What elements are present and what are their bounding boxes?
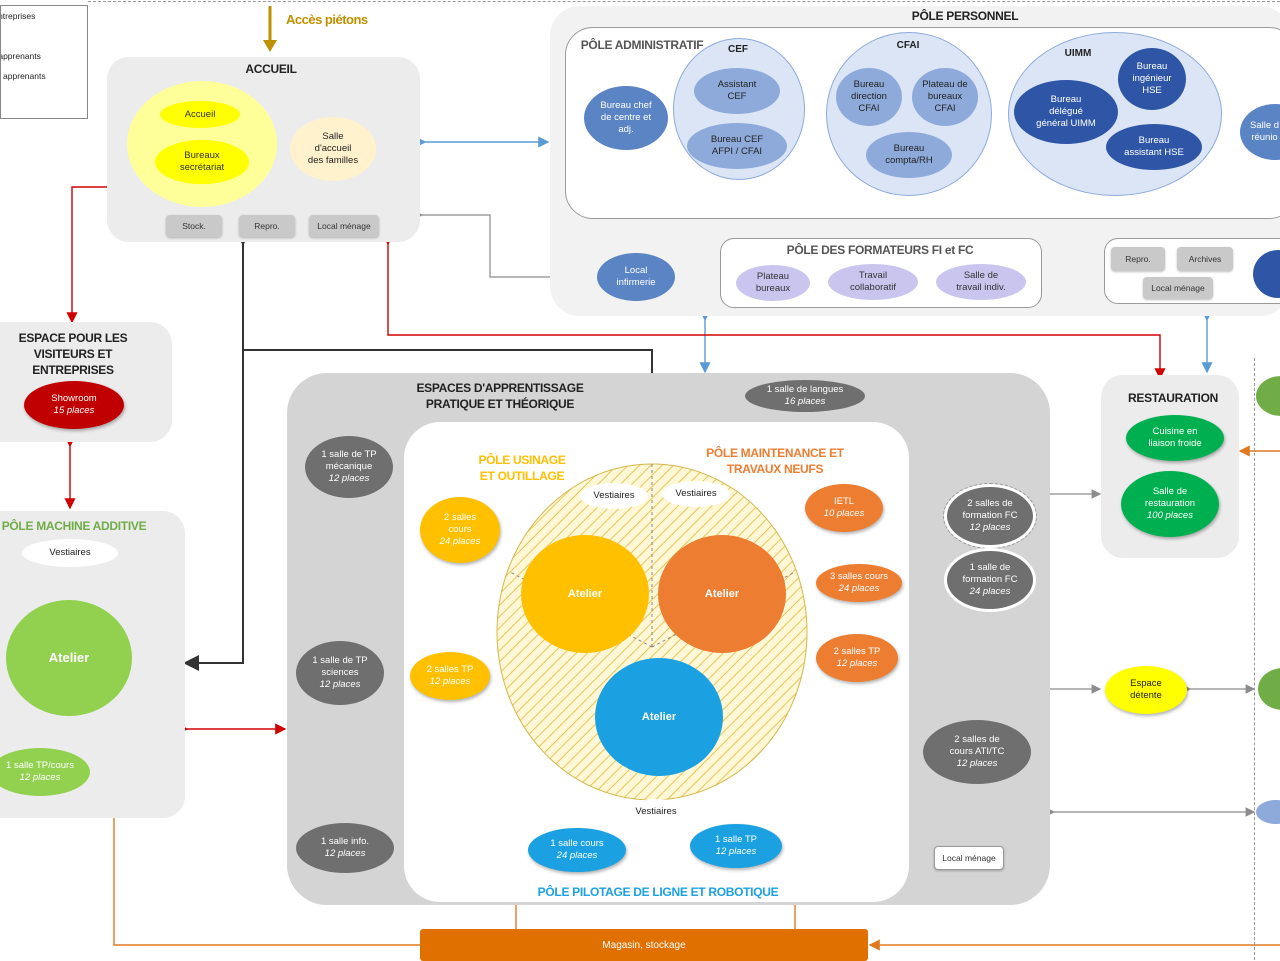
cfai-direction-office: Bureau direction CFAI xyxy=(836,68,902,126)
additive-workshop: Atelier xyxy=(6,600,132,716)
pilotage-workshop: Atelier xyxy=(595,658,723,776)
pole-personnel-title: PÔLE PERSONNEL xyxy=(911,9,1019,23)
pilotage-pole-title: PÔLE PILOTAGE DE LIGNE ET ROBOTIQUE xyxy=(537,885,779,899)
accueil-additive-link xyxy=(183,230,251,671)
legend-item: d'entreprises xyxy=(1,11,36,21)
storage-room: Stock. xyxy=(166,215,222,237)
chef-office: Bureau chef de centre et adj. xyxy=(584,86,668,150)
uimm-title: UIMM xyxy=(1064,48,1092,59)
learning-cleaning-room: Local ménage xyxy=(934,846,1004,870)
usinage-changing-room: Vestiaires xyxy=(580,483,648,509)
pole-formateurs-title: PÔLE DES FORMATEURS FI et FC xyxy=(786,243,974,257)
computer-room: 1 salle info.12 places xyxy=(296,823,394,873)
accueil-restaurant-link xyxy=(382,234,1166,380)
usinage-pole-title: PÔLE USINAGE ET OUTILLAGE xyxy=(478,453,566,483)
legend-item: ires apprenants xyxy=(1,71,46,81)
infirmary: Local infirmerie xyxy=(597,253,675,301)
learning-title: ESPACES D'APPRENTISSAGE PRATIQUE ET THÉO… xyxy=(416,381,584,411)
usinage-workshop: Atelier xyxy=(521,535,649,653)
maintenance-pole-title: PÔLE MAINTENANCE ET TRAVAUX NEUFS xyxy=(706,446,844,476)
cef-title: CEF xyxy=(728,44,748,55)
right-boundary xyxy=(1254,358,1255,960)
cold-kitchen: Cuisine en liaison froide xyxy=(1126,415,1224,461)
relaxation-area: Espace détente xyxy=(1105,666,1187,714)
archives-room: Archives xyxy=(1177,247,1233,271)
legend-item: es xyxy=(1,86,87,106)
family-reception-room: Salle d'accueil des familles xyxy=(290,117,376,181)
additive-pole-title: PÔLE MACHINE ADDITIVE xyxy=(1,519,147,533)
assistant-cef-office: Assistant CEF xyxy=(694,68,780,114)
accueil-desk: Accueil xyxy=(160,101,240,128)
secretariat-offices: Bureaux secrétariat xyxy=(155,140,249,184)
additive-changing-room: Vestiaires xyxy=(22,539,118,567)
compta-office: Bureau compta/RH xyxy=(866,132,952,178)
personnel-repro-room: Repro. xyxy=(1111,247,1165,271)
pedestrian-access-arrow xyxy=(263,6,277,52)
cleaning-room: Local ménage xyxy=(309,215,379,237)
maintenance-workshop: Atelier xyxy=(658,535,786,653)
partial-green-room-2 xyxy=(1258,668,1280,710)
hse-assistant-office: Bureau assistant HSE xyxy=(1106,124,1202,170)
pedestrian-access-label: Accès piétons xyxy=(286,12,368,27)
individual-work-room: Salle de travail indiv. xyxy=(936,264,1026,300)
legend-item: ux apprenants xyxy=(0,51,41,61)
personnel-cleaning-room: Local ménage xyxy=(1143,277,1213,299)
storage-warehouse: Magasin, stockage xyxy=(420,929,868,961)
legend: d'entreprises el ux apprenants ires appr… xyxy=(0,5,88,119)
trainers-office-plateau: Plateau bureaux xyxy=(736,265,810,301)
cfai-title: CFAI xyxy=(896,40,920,51)
visitors-title: ESPACE POUR LES VISITEURS ET ENTREPRISES xyxy=(18,331,128,377)
accueil-title: ACCUEIL xyxy=(245,62,297,76)
cef-office: Bureau CEF AFPI / CFAI xyxy=(687,123,787,169)
maintenance-changing-room: Vestiaires xyxy=(662,481,730,507)
collaborative-space: Travail collaboratif xyxy=(828,264,918,300)
pole-administratif-title: PÔLE ADMINISTRATIF xyxy=(580,38,704,52)
cfai-office-plateau: Plateau de bureaux CFAI xyxy=(912,68,978,126)
legend-item: el xyxy=(1,26,87,46)
uimm-delegate-office: Bureau délégué général UIMM xyxy=(1014,80,1118,144)
repro-room: Repro. xyxy=(239,215,295,237)
hse-engineer-office: Bureau ingénieur HSE xyxy=(1118,48,1186,110)
pilotage-changing-room: Vestiaires xyxy=(622,799,690,825)
restaurant-title: RESTAURATION xyxy=(1128,391,1218,405)
site-boundary xyxy=(88,1,1280,2)
